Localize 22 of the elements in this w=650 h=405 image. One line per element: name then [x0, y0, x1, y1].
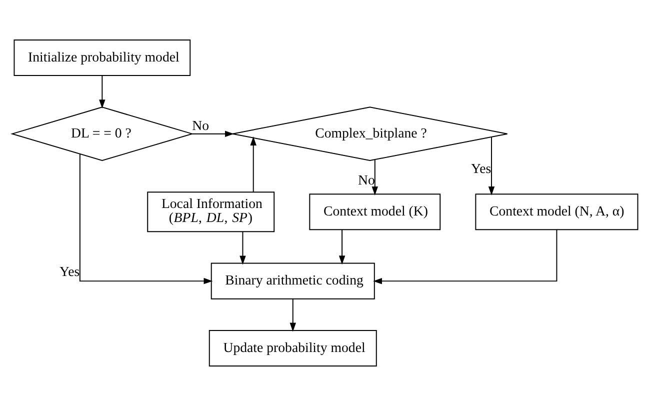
arrow: [290, 298, 296, 332]
edge-label: Yes: [471, 160, 492, 176]
arrow: [99, 74, 106, 108]
edge-label: Yes: [59, 263, 80, 278]
edge-label: No: [192, 118, 210, 133]
node-box: Update probability model: [208, 329, 377, 366]
arrow: [338, 228, 346, 264]
node-box: Binary arithmetic coding: [210, 262, 375, 299]
edge-label: No: [358, 172, 375, 187]
arrow: [372, 158, 378, 195]
node-diamond: DL = = 0 ?: [10, 106, 194, 161]
node-box: Initialize probability model: [14, 38, 191, 76]
arrow: [250, 136, 256, 192]
arrow: [192, 130, 234, 136]
node-diamond: Complex_bitplane ?: [232, 106, 508, 161]
node-box: Context model (N, A, α): [475, 193, 638, 230]
arrow: [240, 230, 246, 264]
arrow: [79, 153, 213, 284]
node-box: Context model (K): [309, 193, 441, 230]
arrow: [488, 136, 495, 195]
arrow: [373, 228, 558, 284]
node-box: Local Information (BPL, DL, SP): [147, 191, 275, 232]
